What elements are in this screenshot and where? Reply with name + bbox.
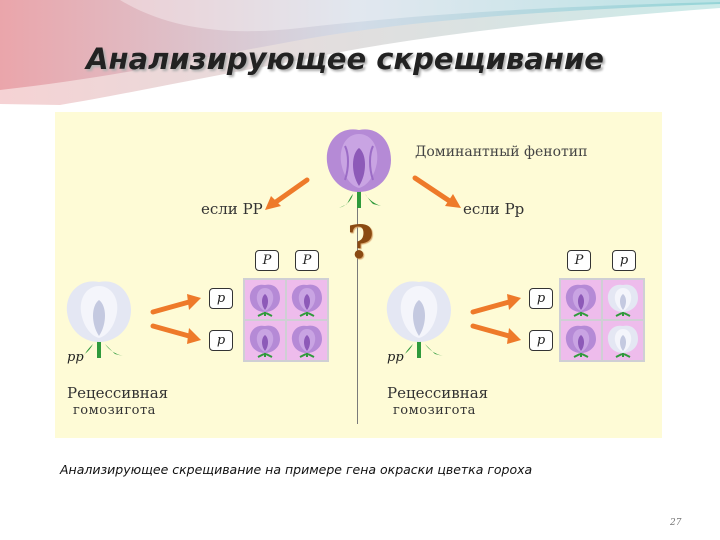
purple-flower-icon <box>565 325 596 358</box>
phenotype-right-line2: гомозигота <box>393 403 476 418</box>
offspring-cell-right-2 <box>603 280 643 319</box>
purple-flower-icon <box>565 284 596 317</box>
allele-left-top-1: P <box>255 250 279 271</box>
purple-flower-icon <box>291 284 322 317</box>
offspring-cell-left-1 <box>245 280 285 319</box>
dominant-phenotype-label: Доминантный фенотип <box>415 144 588 160</box>
cross-diagram: Доминантный фенотип если PP если Pp ? pp… <box>55 112 662 438</box>
arrow-right-lower <box>470 323 521 344</box>
white-flower-icon <box>607 325 638 358</box>
if-right-label: если Pp <box>463 200 525 218</box>
genotype-right: pp <box>387 350 404 365</box>
header-decoration <box>0 0 720 105</box>
purple-flower-icon <box>249 325 280 358</box>
arrow-left-down <box>265 177 310 210</box>
genotype-left: pp <box>67 350 84 365</box>
offspring-cell-left-3 <box>245 321 285 360</box>
offspring-cell-left-4 <box>287 321 327 360</box>
allele-left-top-2: P <box>295 250 319 271</box>
offspring-cell-right-3 <box>561 321 601 360</box>
recessive-white-flower-left <box>66 281 131 358</box>
question-mark: ? <box>347 215 374 269</box>
center-divider <box>357 152 358 424</box>
allele-right-side-2: p <box>529 330 553 351</box>
punnett-grid-left <box>243 278 329 362</box>
dominant-purple-flower <box>326 129 391 208</box>
allele-right-top-1: P <box>567 250 591 271</box>
offspring-cell-right-4 <box>603 321 643 360</box>
allele-left-side-2: p <box>209 330 233 351</box>
purple-flower-icon <box>249 284 280 317</box>
arrow-right-down <box>412 175 461 208</box>
recessive-white-flower-right <box>386 281 451 358</box>
phenotype-left-line1: Рецессивная <box>67 384 169 402</box>
allele-right-side-1: p <box>529 288 553 309</box>
purple-flower-icon <box>291 325 322 358</box>
arrow-left-upper <box>150 294 201 315</box>
allele-right-top-2: p <box>612 250 636 271</box>
white-flower-icon <box>607 284 638 317</box>
allele-left-side-1: p <box>209 288 233 309</box>
figure-caption: Анализирующее скрещивание на примере ген… <box>60 462 533 477</box>
page-number: 27 <box>670 518 682 528</box>
offspring-cell-right-1 <box>561 280 601 319</box>
arrow-left-lower <box>150 323 201 344</box>
slide-title: Анализирующее скрещивание <box>86 42 604 76</box>
phenotype-right-line1: Рецессивная <box>387 384 489 402</box>
if-left-label: если PP <box>201 200 263 218</box>
punnett-grid-right <box>559 278 645 362</box>
arrow-right-upper <box>470 294 521 315</box>
phenotype-left-line2: гомозигота <box>73 403 156 418</box>
offspring-cell-left-2 <box>287 280 327 319</box>
